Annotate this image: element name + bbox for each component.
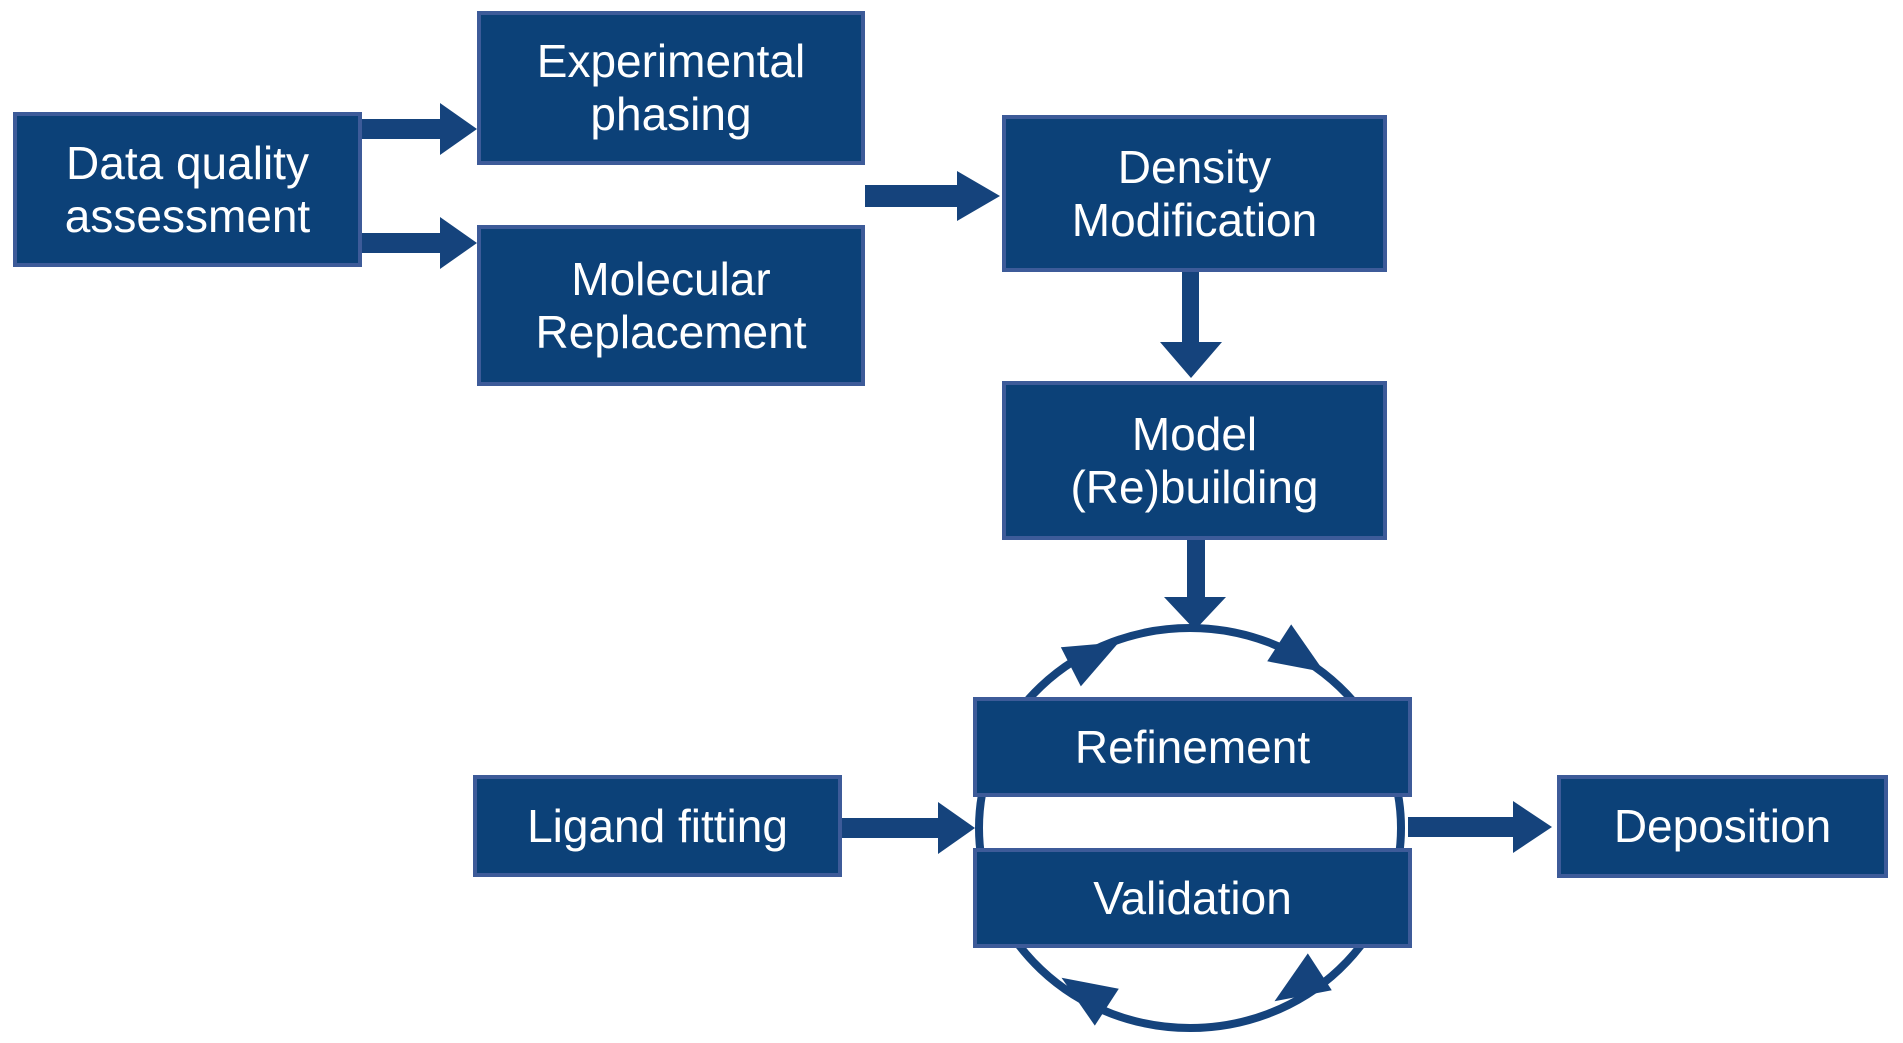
arrow-cycle-to-deposition [1408, 801, 1552, 853]
node-data-quality-assessment: Data quality assessment [13, 112, 362, 267]
arrow-data-quality-to-experimental-phasing [362, 103, 477, 155]
node-validation: Validation [973, 848, 1412, 948]
arrow-ligand-fitting-to-cycle [842, 802, 975, 854]
node-label-line: Deposition [1613, 800, 1832, 853]
node-label-line: Experimental [536, 35, 806, 88]
cycle-arrowhead-top-left-icon [1060, 642, 1119, 687]
node-label-line: Molecular [571, 252, 771, 305]
arrow-data-quality-to-molecular-replacement [362, 217, 477, 269]
node-label-line: assessment [64, 189, 311, 242]
cycle-arrowhead-top-right-icon [1267, 624, 1325, 673]
node-deposition: Deposition [1557, 775, 1888, 878]
arrow-model-rebuilding-to-cycle [1164, 540, 1226, 630]
node-model-rebuilding: Model (Re)building [1002, 381, 1387, 540]
node-density-modification: Density Modification [1002, 115, 1387, 272]
node-label-line: Modification [1071, 193, 1318, 246]
node-label-line: Data quality [66, 136, 309, 189]
node-label-line: Validation [1093, 871, 1292, 924]
arrow-phasing-to-density-modification [865, 171, 1000, 221]
node-label-line: Replacement [535, 305, 807, 358]
cycle-arrowhead-bottom-left-icon [1061, 977, 1119, 1026]
arrow-density-modification-to-model-rebuilding [1160, 272, 1222, 378]
node-label-line: Density [1117, 140, 1272, 193]
node-label-line: Ligand fitting [527, 799, 788, 852]
node-experimental-phasing: Experimental phasing [477, 11, 865, 165]
refinement-validation-cycle-ring [975, 624, 1405, 1032]
node-label-line: phasing [590, 88, 752, 140]
node-label-line: Model [1131, 407, 1258, 460]
node-label-line: Refinement [1074, 720, 1311, 773]
node-refinement: Refinement [973, 697, 1412, 797]
cycle-arrowhead-bottom-right-icon [1274, 953, 1332, 1002]
node-label-line: (Re)building [1070, 460, 1319, 513]
node-molecular-replacement: Molecular Replacement [477, 225, 865, 386]
node-ligand-fitting: Ligand fitting [473, 775, 842, 877]
